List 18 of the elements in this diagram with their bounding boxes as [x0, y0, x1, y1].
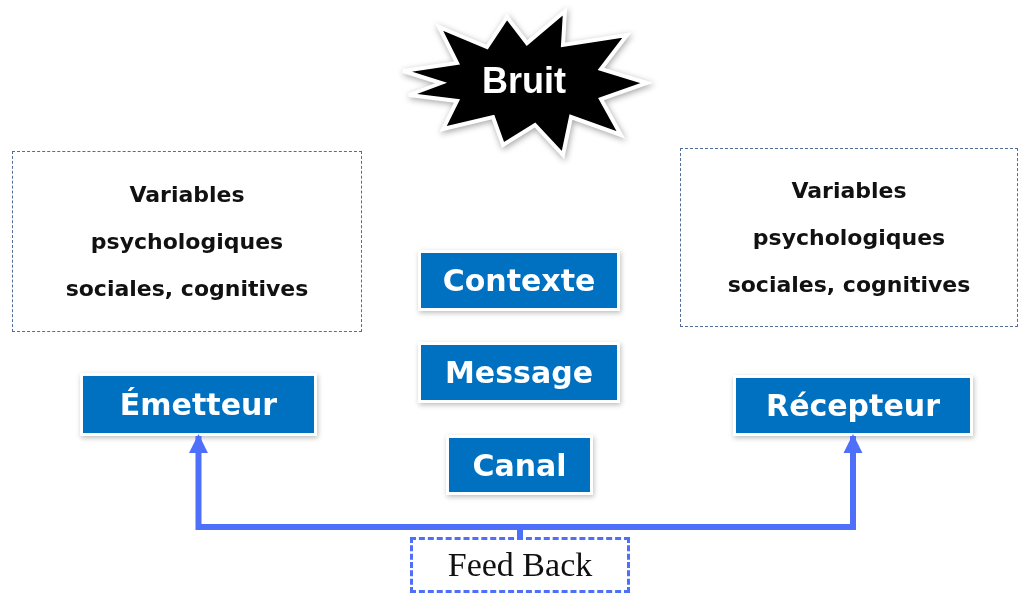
label-box — [421, 253, 617, 308]
variables-box — [12, 151, 362, 332]
feedback-arrow — [517, 434, 863, 537]
noise-label: Bruit — [482, 60, 566, 102]
label-box — [736, 378, 970, 433]
box-label: Émetteur — [119, 387, 278, 422]
variables-text: Variables psychologiques sociales, cognitives — [64, 181, 310, 303]
label-box — [421, 345, 617, 400]
label-box — [449, 438, 590, 492]
box-label: Canal — [472, 447, 567, 483]
label-box — [83, 376, 314, 433]
box-label: Récepteur — [766, 388, 940, 423]
variables-box — [680, 148, 1018, 327]
feedback-label: Feed Back — [447, 546, 593, 584]
box-label: Message — [445, 355, 593, 390]
variables-text: Variables psychologiques sociales, cognitives — [726, 177, 972, 299]
feedback-box — [410, 537, 630, 593]
box-label: Contexte — [442, 263, 596, 298]
